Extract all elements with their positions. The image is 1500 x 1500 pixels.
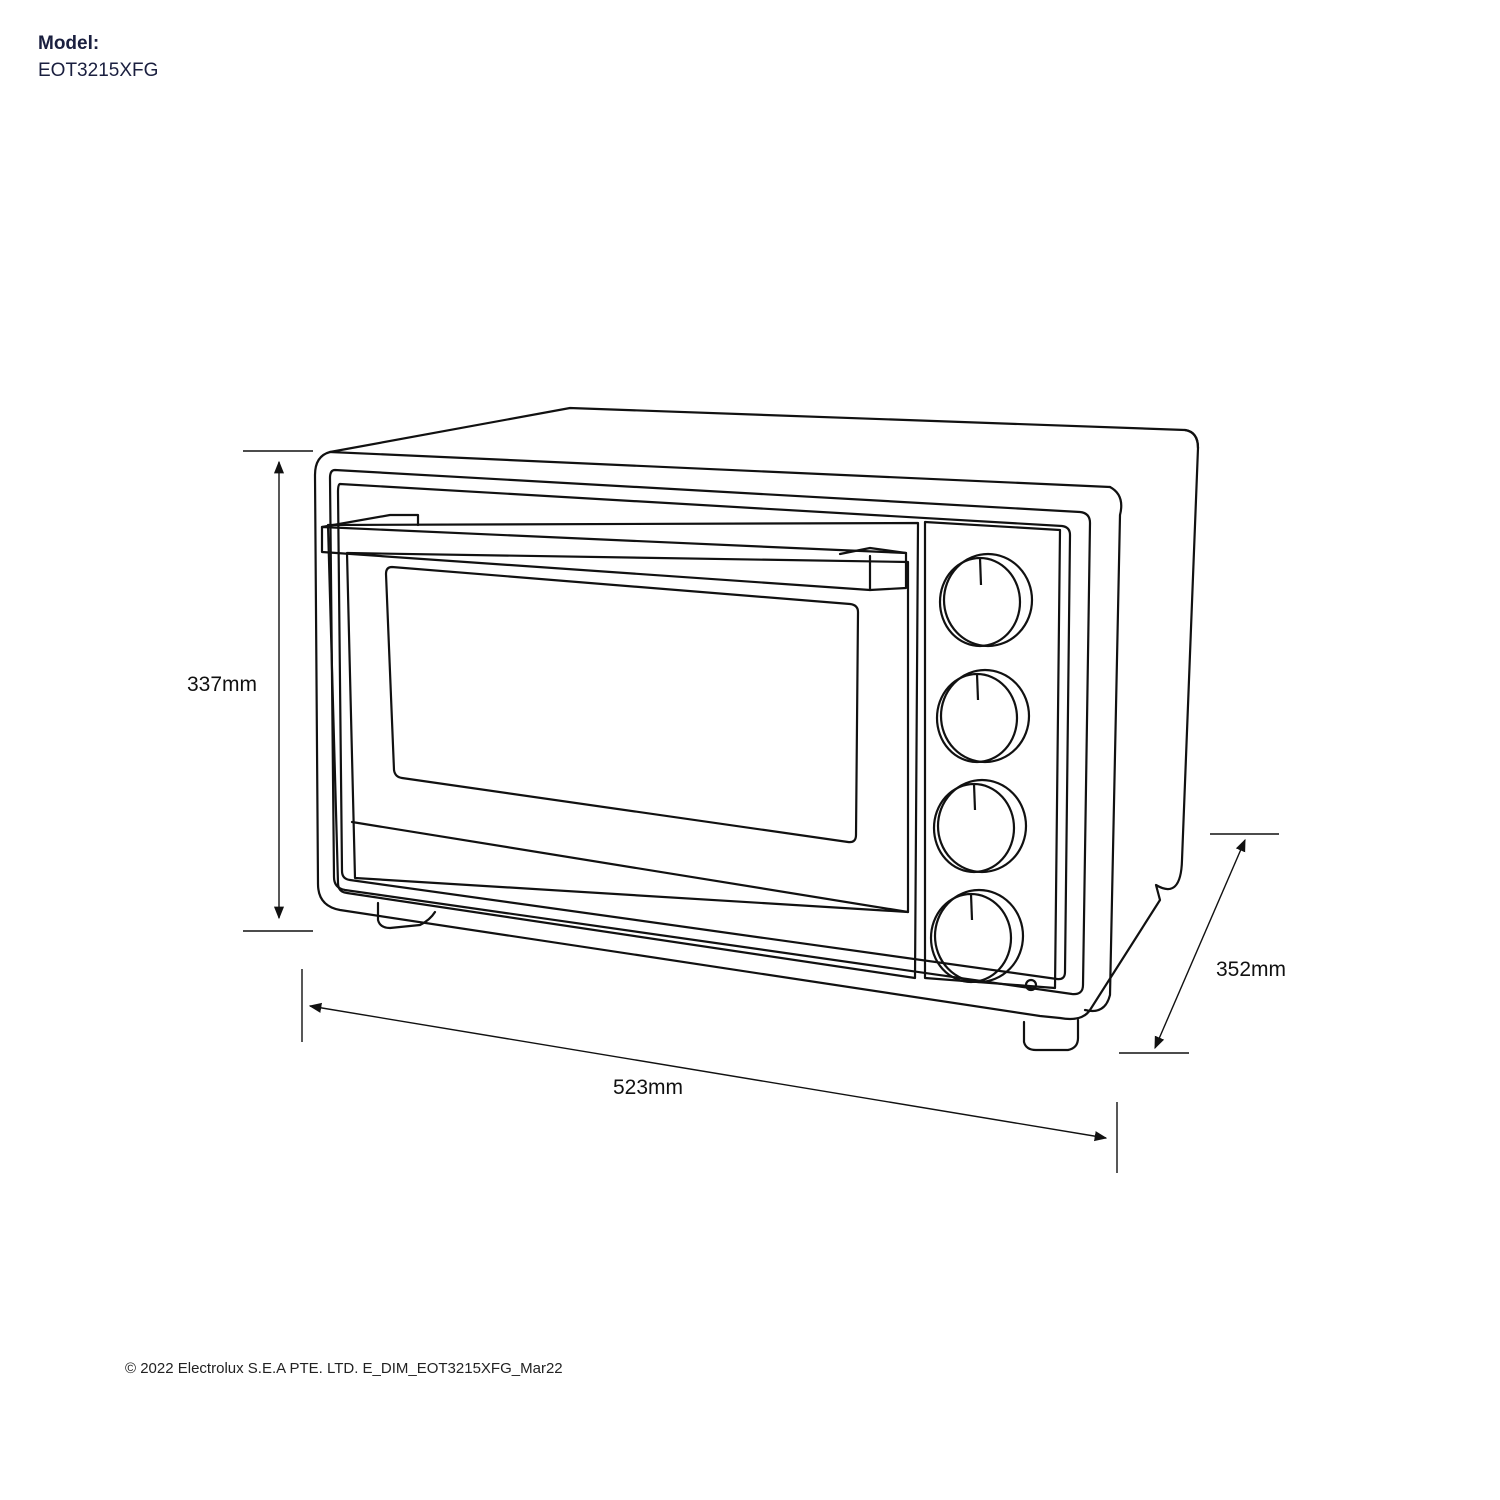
front-left-foot — [376, 901, 437, 930]
model-label: Model: — [38, 33, 100, 54]
knob-3 — [932, 778, 1028, 874]
oven-right-side-edge — [1083, 428, 1200, 1013]
door-handle — [320, 525, 908, 592]
depth-label: 352mm — [1216, 958, 1286, 981]
door-inner-border — [345, 551, 910, 914]
door-handle-top — [320, 513, 908, 556]
model-code: EOT3215XFG — [38, 60, 159, 81]
door-bottom-strip — [350, 820, 910, 914]
width-arrow — [308, 1002, 1108, 1142]
door-window — [384, 565, 860, 844]
knob-4 — [929, 888, 1025, 984]
knob-1 — [938, 552, 1034, 648]
oven-top-edge — [328, 450, 1112, 489]
height-label: 337mm — [187, 673, 257, 696]
knobs — [929, 552, 1034, 984]
knob-2 — [935, 668, 1031, 764]
depth-arrow — [1154, 838, 1246, 1050]
indicator-light — [1024, 978, 1038, 992]
control-panel — [923, 520, 1062, 990]
front-frame-inner — [336, 482, 1072, 981]
width-label: 523mm — [613, 1076, 683, 1099]
door-outline — [326, 521, 920, 980]
front-frame — [328, 468, 1092, 996]
front-right-foot — [1022, 1018, 1080, 1052]
copyright-footer: © 2022 Electrolux S.E.A PTE. LTD. E_DIM_… — [125, 1360, 563, 1377]
